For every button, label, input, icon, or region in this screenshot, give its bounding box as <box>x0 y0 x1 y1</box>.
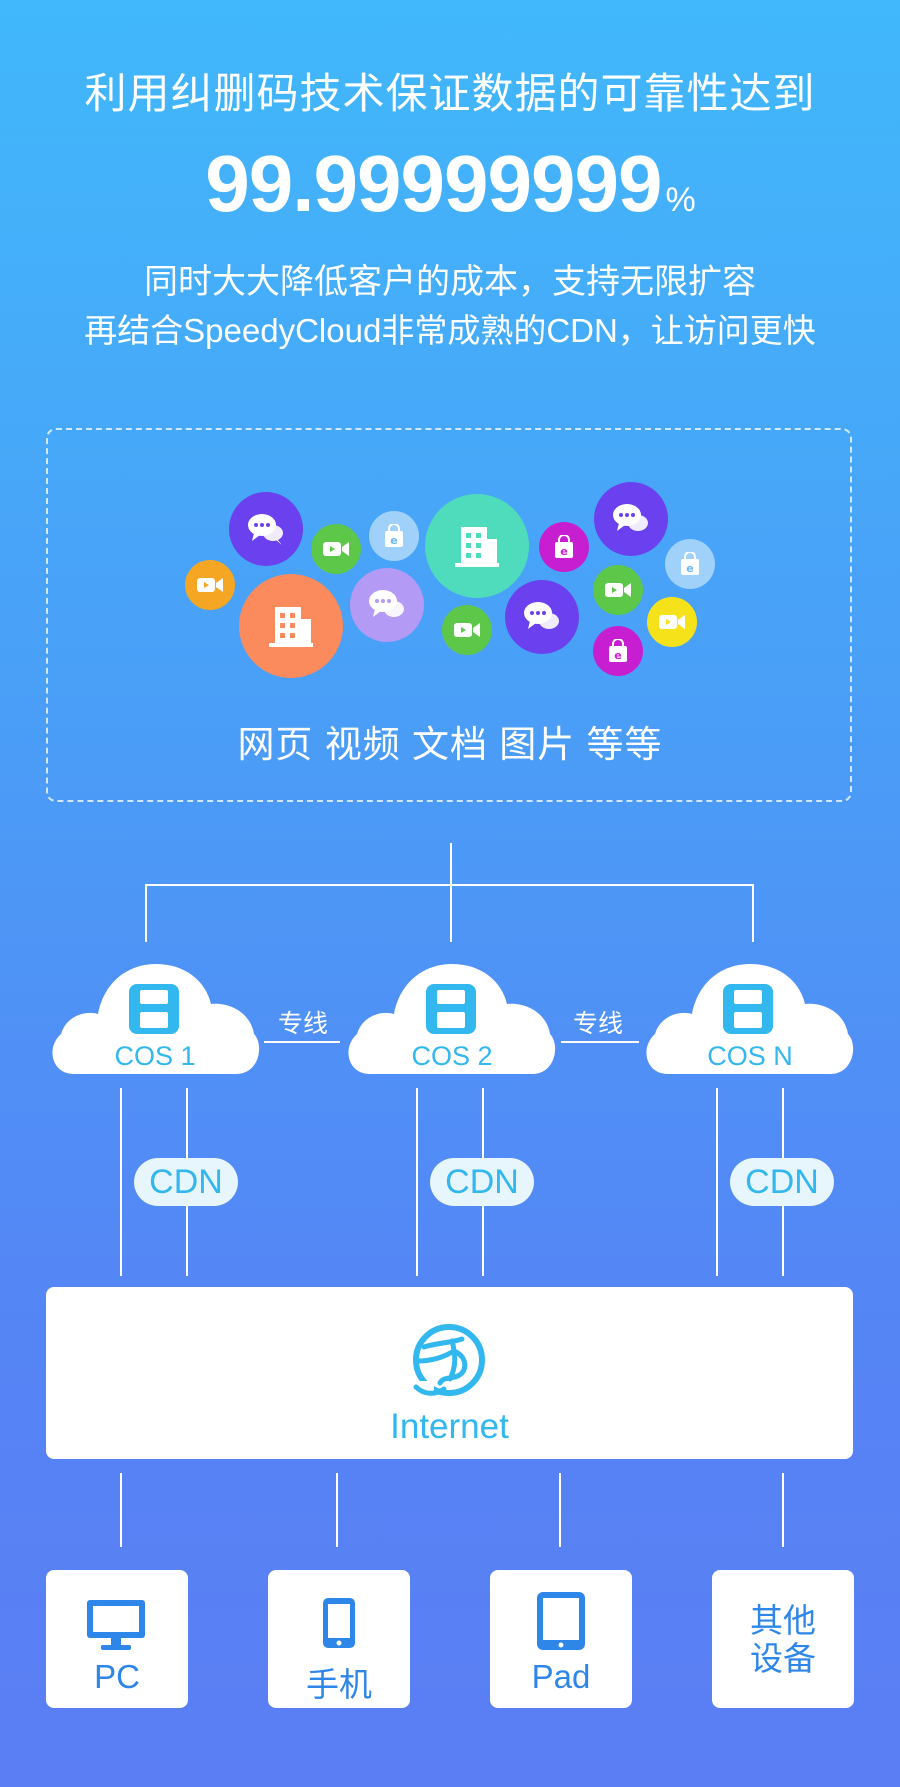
cdn-badge-3: CDN <box>730 1158 834 1206</box>
shopping-bag-icon: e <box>665 539 715 589</box>
device-other: 其他设备 <box>712 1570 854 1708</box>
connector-line <box>416 1088 418 1276</box>
monitor-icon <box>87 1600 145 1650</box>
video-icon <box>311 524 361 574</box>
building-icon <box>239 574 343 678</box>
phone-icon <box>323 1598 355 1648</box>
building-icon <box>425 494 529 598</box>
subline-cdn: 再结合SpeedyCloud非常成熟的CDN，让访问更快 <box>84 312 816 349</box>
cos-2-label: COS 2 <box>411 1041 493 1071</box>
connector-line <box>120 1473 122 1547</box>
device-phone-label: 手机 <box>306 1666 372 1703</box>
svg-text:e: e <box>686 562 693 575</box>
dedicated-line <box>561 1041 639 1043</box>
chat-bubble-icon <box>229 492 303 566</box>
device-pc: PC <box>46 1570 188 1708</box>
connector-line <box>145 884 754 886</box>
video-icon <box>185 560 235 610</box>
storage-icon <box>723 984 773 1034</box>
shopping-bag-icon: e <box>593 626 643 676</box>
chat-bubble-icon <box>350 568 424 642</box>
reliability-unit: % <box>665 181 695 219</box>
device-pad: Pad <box>490 1570 632 1708</box>
chat-bubble-icon <box>505 580 579 654</box>
globe-icon <box>410 1324 485 1399</box>
device-phone: 手机 <box>268 1570 410 1708</box>
connector-line <box>450 843 452 942</box>
cdn-badge-2: CDN <box>430 1158 534 1206</box>
content-types-box <box>46 428 852 802</box>
storage-icon <box>129 984 179 1034</box>
subline-cost: 同时大大降低客户的成本，支持无限扩容 <box>144 263 756 301</box>
dedicated-line-label: 专线 <box>573 1010 624 1038</box>
chat-bubble-icon <box>594 482 668 556</box>
tablet-icon <box>537 1592 585 1650</box>
device-pc-label: PC <box>94 1658 140 1695</box>
connector-line <box>716 1088 718 1276</box>
connector-line <box>782 1473 784 1547</box>
reliability-figure: 99.99999999% <box>0 138 900 230</box>
dedicated-line-label: 专线 <box>278 1010 329 1038</box>
connector-line <box>752 884 754 942</box>
svg-text:e: e <box>390 534 397 547</box>
content-types-label: 网页 视频 文档 图片 等等 <box>237 724 663 765</box>
reliability-value: 99.99999999 <box>205 139 662 228</box>
cos-n-label: COS N <box>707 1041 793 1071</box>
shopping-bag-icon: e <box>539 522 589 572</box>
connector-line <box>559 1473 561 1547</box>
headline: 利用纠删码技术保证数据的可靠性达到 <box>84 70 816 117</box>
cos-1-label: COS 1 <box>114 1041 196 1071</box>
video-icon <box>647 597 697 647</box>
internet-box: Internet <box>46 1287 853 1459</box>
connector-line <box>120 1088 122 1276</box>
device-other-label: 其他设备 <box>750 1602 816 1677</box>
shopping-bag-icon: e <box>369 511 419 561</box>
storage-icon <box>426 984 476 1034</box>
dedicated-line <box>264 1041 340 1043</box>
device-pad-label: Pad <box>531 1658 591 1695</box>
video-icon <box>593 565 643 615</box>
internet-label: Internet <box>390 1407 509 1446</box>
video-icon <box>442 605 492 655</box>
connector-line <box>336 1473 338 1547</box>
cdn-badge-1: CDN <box>134 1158 238 1206</box>
svg-text:e: e <box>560 545 567 558</box>
connector-line <box>145 884 147 942</box>
svg-text:e: e <box>614 649 621 662</box>
